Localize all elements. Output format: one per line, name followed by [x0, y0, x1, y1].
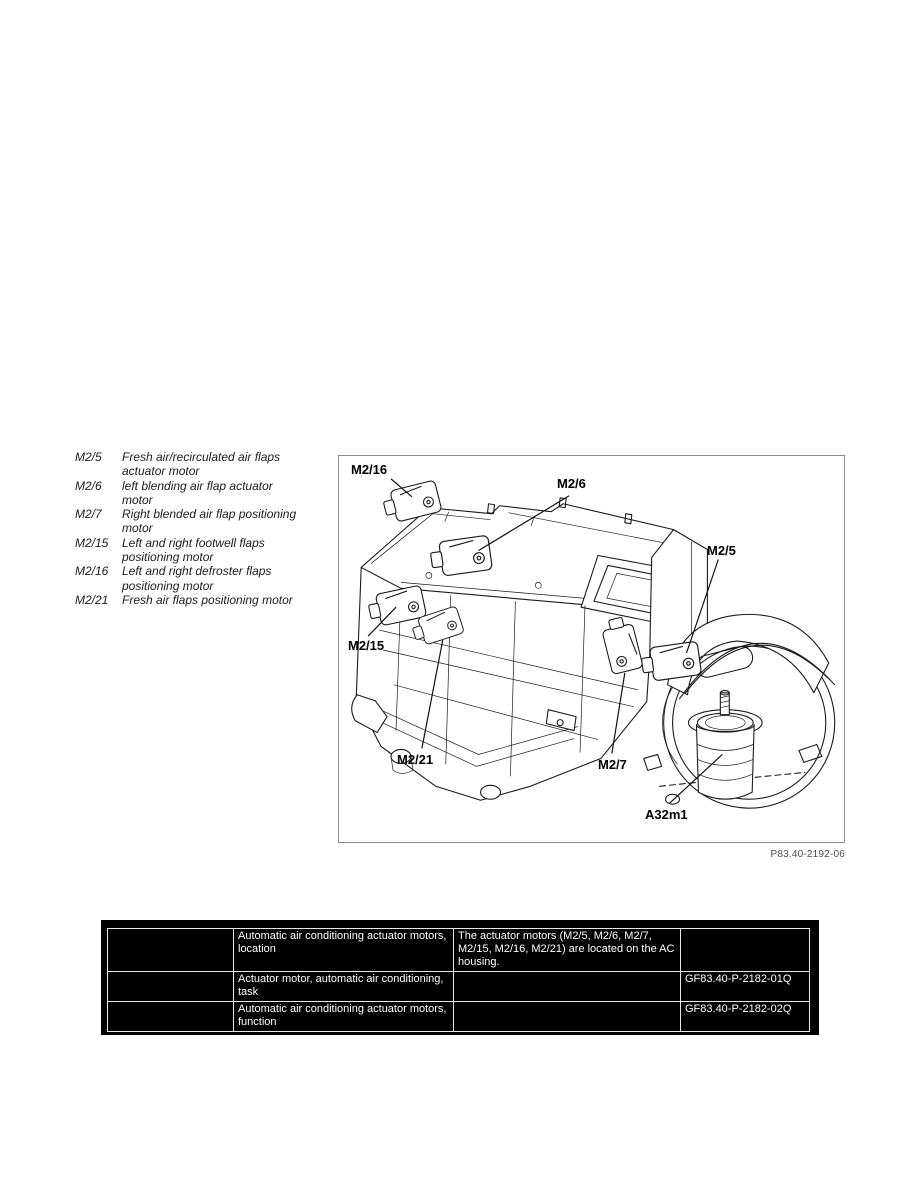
legend-description: Right blended air flap positioning motor	[122, 507, 297, 536]
diagram-label-m2-16: M2/16	[351, 462, 388, 477]
table-row: Actuator motor, automatic air conditioni…	[107, 971, 810, 1002]
legend-code: M2/15	[75, 535, 109, 550]
table-cell-reference: GF83.40-P-2182-02Q	[680, 1001, 810, 1032]
diagram-label-m2-5: M2/5	[707, 543, 736, 558]
legend-item: M2/7 Right blended air flap positioning …	[75, 507, 347, 536]
actuator-motor-m2-7	[599, 614, 644, 676]
table-cell-topic: Automatic air conditioning actuator moto…	[233, 1001, 454, 1032]
legend-item: M2/21 Fresh air flaps positioning motor	[75, 593, 347, 607]
table-cell-reference	[680, 928, 810, 972]
legend-description: Left and right footwell flaps positionin…	[122, 535, 265, 565]
blower-assembly	[643, 613, 836, 809]
table-cell-reference: GF83.40-P-2182-01Q	[680, 971, 810, 1002]
legend-item: M2/16 Left and right defroster flaps pos…	[75, 564, 347, 593]
diagram-label-m2-21: M2/21	[397, 752, 434, 767]
table-cell-empty	[107, 971, 234, 1002]
actuator-motor-m2-15	[366, 584, 428, 629]
legend-description: Left and right defroster flaps positioni…	[122, 564, 272, 593]
table-cell-topic: Automatic air conditioning actuator moto…	[233, 928, 454, 972]
reference-table-grid: Automatic air conditioning actuator moto…	[107, 928, 810, 1032]
legend-code: M2/16	[75, 564, 109, 579]
legend-description: Fresh air flaps positioning motor	[122, 592, 293, 607]
table-cell-empty	[107, 928, 234, 972]
hvac-actuator-diagram	[351, 478, 836, 809]
legend-code: M2/21	[75, 592, 109, 607]
reference-table: Automatic air conditioning actuator moto…	[101, 920, 819, 1035]
table-cell-detail	[453, 1001, 681, 1032]
table-cell-detail: The actuator motors (M2/5, M2/6, M2/7, M…	[453, 928, 681, 972]
table-row: Automatic air conditioning actuator moto…	[107, 1001, 810, 1032]
legend-code: M2/5	[75, 450, 102, 464]
diagram-label-m2-6: M2/6	[557, 476, 586, 491]
table-row: Automatic air conditioning actuator moto…	[107, 928, 810, 972]
diagram-label-m2-15: M2/15	[348, 638, 385, 653]
actuator-motor-m2-5	[639, 640, 703, 683]
figure-caption: P83.40-2192-06	[770, 849, 845, 860]
table-cell-detail	[453, 971, 681, 1002]
diagram-frame: M2/16 M2/6 M2/5 M2/15 M2/21 M2/7 A32m1	[338, 455, 845, 843]
legend-item: M2/15 Left and right footwell flaps posi…	[75, 536, 347, 565]
component-legend: M2/5 Fresh air/recirculated air flaps ac…	[75, 450, 347, 607]
legend-item: M2/6 left blending air flap actuator mot…	[75, 479, 347, 508]
diagram-label-a32m1: A32m1	[645, 807, 688, 822]
table-cell-empty	[107, 1001, 234, 1032]
diagram-label-m2-7: M2/7	[598, 757, 627, 772]
legend-code: M2/7	[75, 507, 102, 522]
legend-code: M2/6	[75, 478, 102, 493]
legend-description: Fresh air/recirculated air flaps actuato…	[122, 450, 281, 479]
legend-item: M2/5 Fresh air/recirculated air flaps ac…	[75, 450, 347, 479]
table-cell-topic: Actuator motor, automatic air conditioni…	[233, 971, 454, 1002]
legend-description: left blending air flap actuator motor	[122, 478, 273, 507]
callout-leader-lines	[367, 478, 723, 804]
